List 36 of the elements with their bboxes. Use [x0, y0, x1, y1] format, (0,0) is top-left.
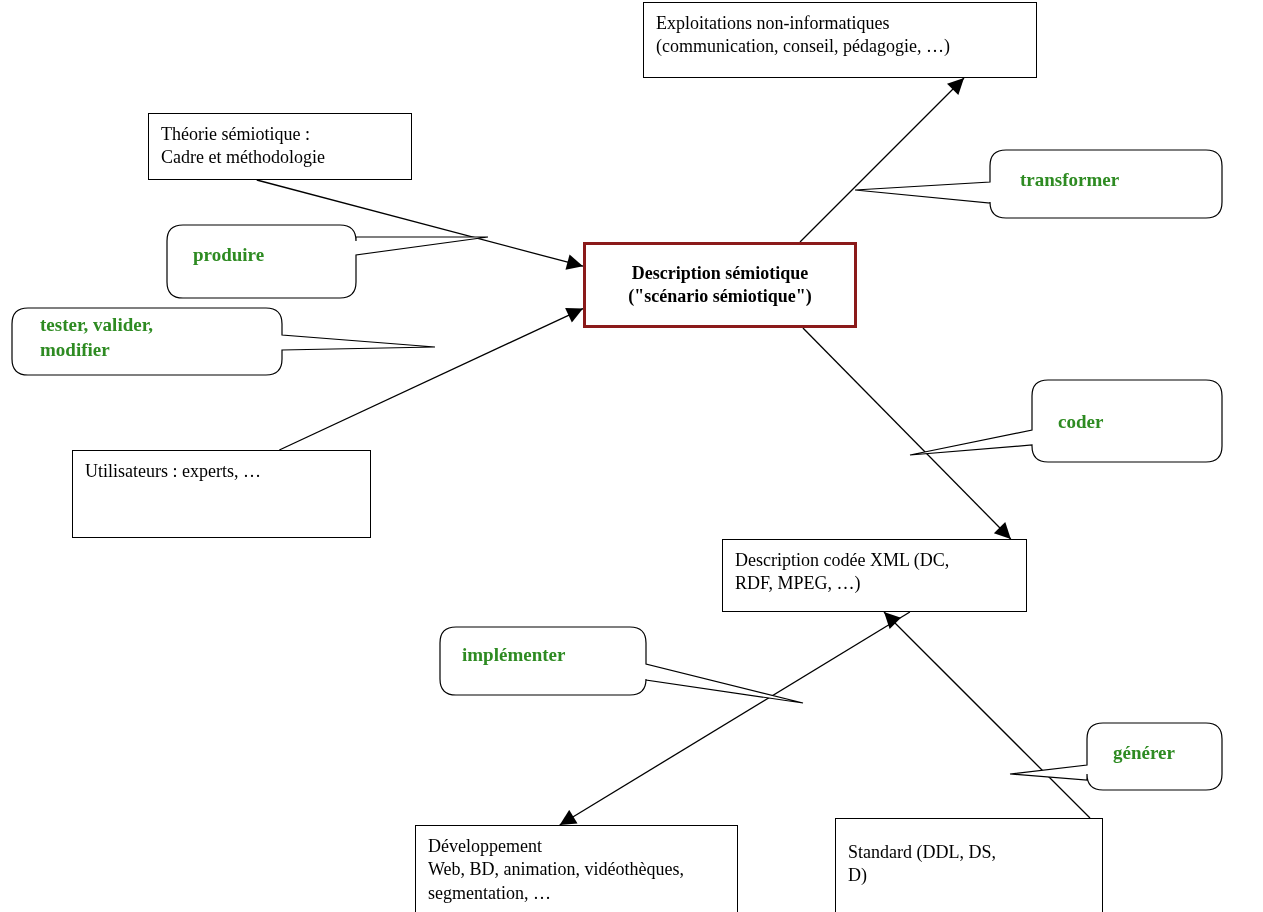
speech-bubble — [167, 225, 488, 298]
arrow — [799, 77, 965, 243]
text-box — [835, 818, 1103, 912]
highlighted-box — [583, 242, 857, 328]
box-title: ("scénario sémiotique") — [628, 285, 812, 308]
callout-text: tester, valider, modifier — [40, 313, 155, 362]
callout-text: implémenter — [462, 643, 567, 667]
speech-bubble — [440, 627, 803, 703]
box-text: Standard (DDL, DS, D) — [848, 841, 997, 888]
callout-text: produire — [193, 243, 266, 267]
text-box — [415, 825, 738, 912]
arrow — [278, 307, 584, 451]
arrow — [559, 611, 911, 826]
arrow — [802, 327, 1012, 540]
speech-bubble — [1010, 723, 1222, 790]
arrow — [883, 611, 1091, 819]
speech-bubble — [855, 150, 1222, 218]
callout-text: transformer — [1020, 168, 1121, 192]
text-box — [72, 450, 371, 538]
text-box — [643, 2, 1037, 78]
box-text: Web, BD, animation, vidéothèques, segmentation, … — [428, 858, 685, 905]
speech-bubble — [12, 308, 435, 375]
text-box — [148, 113, 412, 180]
box-text: Développement — [428, 835, 543, 858]
arrow — [256, 179, 584, 270]
speech-bubble — [910, 380, 1222, 462]
box-text: Description codée XML (DC, RDF, MPEG, …) — [735, 549, 951, 596]
box-text: Théorie sémiotique : — [161, 123, 311, 146]
box-text: Exploitations non-informatiques — [656, 12, 891, 35]
box-text: (communication, conseil, pédagogie, …) — [656, 35, 951, 59]
box-text: Cadre et méthodologie — [161, 146, 326, 170]
text-box — [722, 539, 1027, 612]
callout-text: générer — [1113, 741, 1176, 765]
callout-text: coder — [1058, 410, 1105, 434]
box-title: Description sémiotique — [631, 261, 809, 285]
box-text: Utilisateurs : experts, … — [85, 460, 262, 483]
